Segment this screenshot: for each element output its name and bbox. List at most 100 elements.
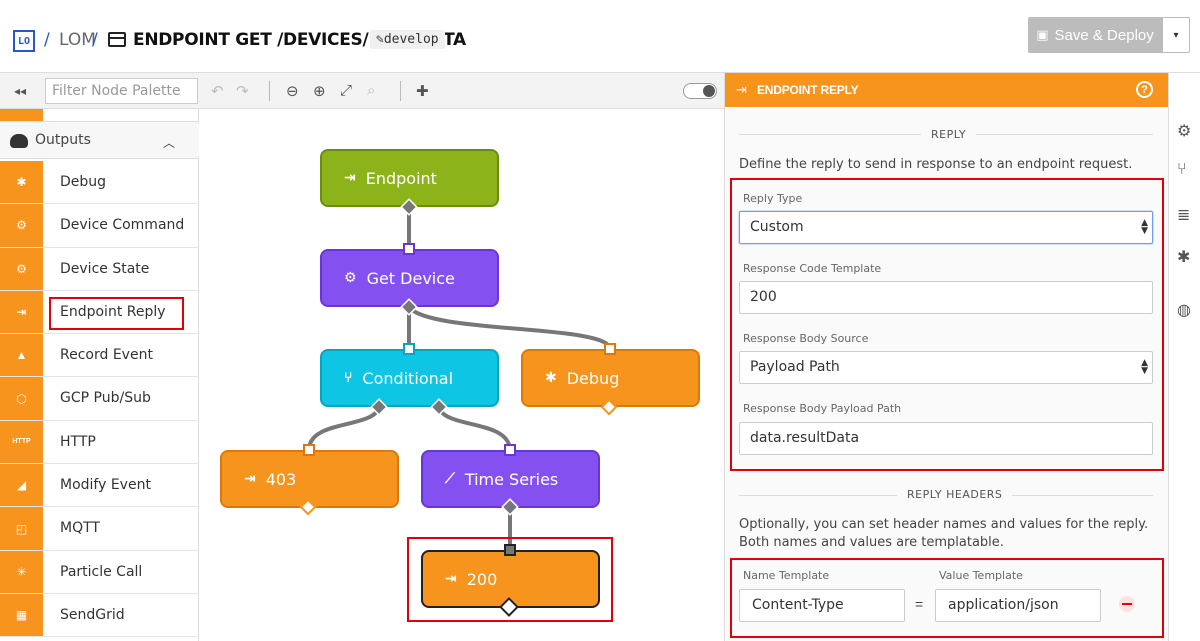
input-port[interactable]	[504, 544, 516, 556]
header-value-input[interactable]: application/json	[935, 589, 1101, 622]
canvas-toolbar: ↶ ↷ ⊖ ⊕ ⤢ ⌕ ✚	[199, 73, 724, 109]
bug-icon[interactable]: ✱	[1177, 249, 1191, 266]
equals-sign: =	[915, 596, 924, 612]
gcp-icon: ⬡	[0, 377, 43, 420]
output-port[interactable]	[299, 498, 317, 516]
endpoint-reply-icon: ⇥	[0, 290, 43, 334]
palette-item-mqtt[interactable]: ◰ MQTT	[0, 507, 199, 551]
flow-node-label: 200	[466, 569, 498, 589]
endpoint-icon: ⇥	[344, 170, 356, 186]
wire	[437, 406, 512, 451]
globe-icon[interactable]: ◍	[1177, 302, 1191, 319]
reply-type-label: Reply Type	[743, 192, 803, 205]
workflow-canvas[interactable]: ⇥Endpoint ⚙Get Device ⑂Conditional ✱Debu…	[199, 109, 724, 641]
category-accent	[0, 109, 43, 121]
breadcrumb-app[interactable]: LOM	[59, 30, 96, 50]
branch-icon[interactable]: ⑂	[1177, 161, 1187, 178]
response-code-label: Response Code Template	[743, 262, 882, 275]
output-port[interactable]	[400, 198, 418, 216]
branch-icon: ⑂	[344, 370, 353, 386]
collapse-palette-icon[interactable]: ◂◂	[13, 84, 27, 98]
palette-item-gcp-pubsub[interactable]: ⬡ GCP Pub/Sub	[0, 377, 199, 421]
flow-node-endpoint[interactable]: ⇥ Endpoint	[320, 149, 499, 207]
palette-item-particle-call[interactable]: ✳Particle Call	[0, 550, 199, 594]
body-source-label: Response Body Source	[743, 332, 869, 345]
palette-item-modify-event[interactable]: ◢Modify Event	[0, 464, 199, 508]
value-template-label: Value Template	[939, 569, 1023, 582]
flow-node-label: Get Device	[366, 268, 455, 288]
body-path-input[interactable]: data.resultData	[739, 422, 1153, 455]
response-code-input[interactable]: 200	[739, 281, 1153, 314]
app-logo-icon[interactable]: LO	[13, 30, 35, 52]
cloud-upload-icon	[10, 134, 28, 148]
palette-item-label: Device State	[60, 260, 150, 277]
settings-icon[interactable]: ⚙	[1177, 123, 1192, 140]
zoom-in-icon[interactable]: ⊕	[313, 83, 326, 100]
reply-type-select[interactable]: Custom ▲▼	[739, 211, 1153, 244]
body-source-value: Payload Path	[750, 359, 840, 375]
port-layer	[299, 198, 618, 617]
debug-toggle[interactable]	[683, 83, 717, 99]
select-arrows-icon: ▲▼	[1141, 358, 1148, 376]
save-deploy-label: Save & Deploy	[1054, 26, 1154, 44]
palette-item-label: SendGrid	[60, 606, 125, 623]
endpoint-reply-icon: ⇥	[736, 82, 747, 97]
input-port[interactable]	[403, 343, 415, 355]
palette-item-debug[interactable]: ✱Debug	[0, 161, 199, 205]
fit-view-icon[interactable]: ⤢	[340, 82, 353, 99]
panel-title: ENDPOINT REPLY	[757, 83, 859, 97]
zoom-out-icon[interactable]: ⊖	[286, 83, 299, 100]
redo-icon[interactable]: ↷	[236, 83, 249, 100]
add-comment-icon[interactable]: ✚	[416, 83, 429, 100]
palette-item-label: Modify Event	[60, 477, 151, 494]
undo-icon[interactable]: ↶	[211, 83, 224, 100]
palette-item-device-command[interactable]: ⚙ Device Command	[0, 204, 199, 248]
input-port[interactable]	[303, 444, 315, 456]
select-arrows-icon: ▲▼	[1141, 218, 1148, 236]
toolbar-divider	[400, 81, 401, 101]
output-port[interactable]	[600, 398, 618, 416]
input-port[interactable]	[604, 343, 616, 355]
help-icon[interactable]: ?	[1136, 81, 1153, 98]
flow-node-time-series[interactable]: ⟋Time Series	[421, 450, 600, 508]
database-icon[interactable]: ≣	[1177, 207, 1191, 224]
palette-item-label: GCP Pub/Sub	[60, 390, 151, 407]
toggle-knob	[703, 85, 715, 97]
output-port[interactable]	[501, 498, 519, 516]
wire	[307, 406, 381, 451]
highlight-header-row	[730, 558, 1164, 638]
palette-item-label: Debug	[60, 174, 107, 190]
flow-node-label: Conditional	[362, 368, 454, 388]
palette-item-endpoint-reply[interactable]: ⇥Endpoint Reply	[0, 290, 199, 335]
category-outputs[interactable]: Outputs ︿	[0, 121, 199, 159]
flow-node-label: Endpoint	[365, 168, 437, 188]
filter-node-palette-input[interactable]: Filter Node Palette	[45, 78, 198, 104]
body-path-label: Response Body Payload Path	[743, 402, 902, 415]
output-port[interactable]	[400, 298, 418, 316]
chart-line-icon: ⟋	[445, 471, 455, 487]
chevron-up-icon[interactable]: ︿	[163, 136, 176, 150]
palette-item-sendgrid[interactable]: ▦ SendGrid	[0, 593, 199, 638]
output-port[interactable]	[499, 597, 519, 617]
input-port[interactable]	[504, 444, 516, 456]
remove-header-icon[interactable]	[1119, 596, 1135, 612]
palette-item-label: Particle Call	[60, 563, 143, 580]
input-port[interactable]	[403, 243, 415, 255]
palette-item-record-event[interactable]: ▲Record Event	[0, 334, 199, 378]
http-icon: HTTP	[0, 420, 43, 464]
zoom-reset-icon[interactable]: ⌕	[367, 82, 376, 99]
palette-item-device-state[interactable]: ⚙Device State	[0, 247, 199, 291]
body-source-select[interactable]: Payload Path ▲▼	[739, 351, 1153, 384]
version-tag[interactable]: ✎develop	[370, 30, 445, 49]
device-command-icon: ⚙	[0, 204, 43, 247]
mqtt-icon: ◰	[0, 507, 43, 550]
palette-item-label: Device Command	[60, 217, 185, 234]
output-port[interactable]	[370, 398, 388, 416]
save-options-caret-icon[interactable]: ▾	[1162, 17, 1190, 53]
palette-item-label: MQTT	[60, 520, 100, 537]
save-deploy-button[interactable]: ▣ Save & Deploy	[1028, 17, 1162, 53]
output-port[interactable]	[430, 398, 448, 416]
header-name-input[interactable]: Content-Type	[739, 589, 905, 622]
sendgrid-icon: ▦	[0, 593, 43, 637]
